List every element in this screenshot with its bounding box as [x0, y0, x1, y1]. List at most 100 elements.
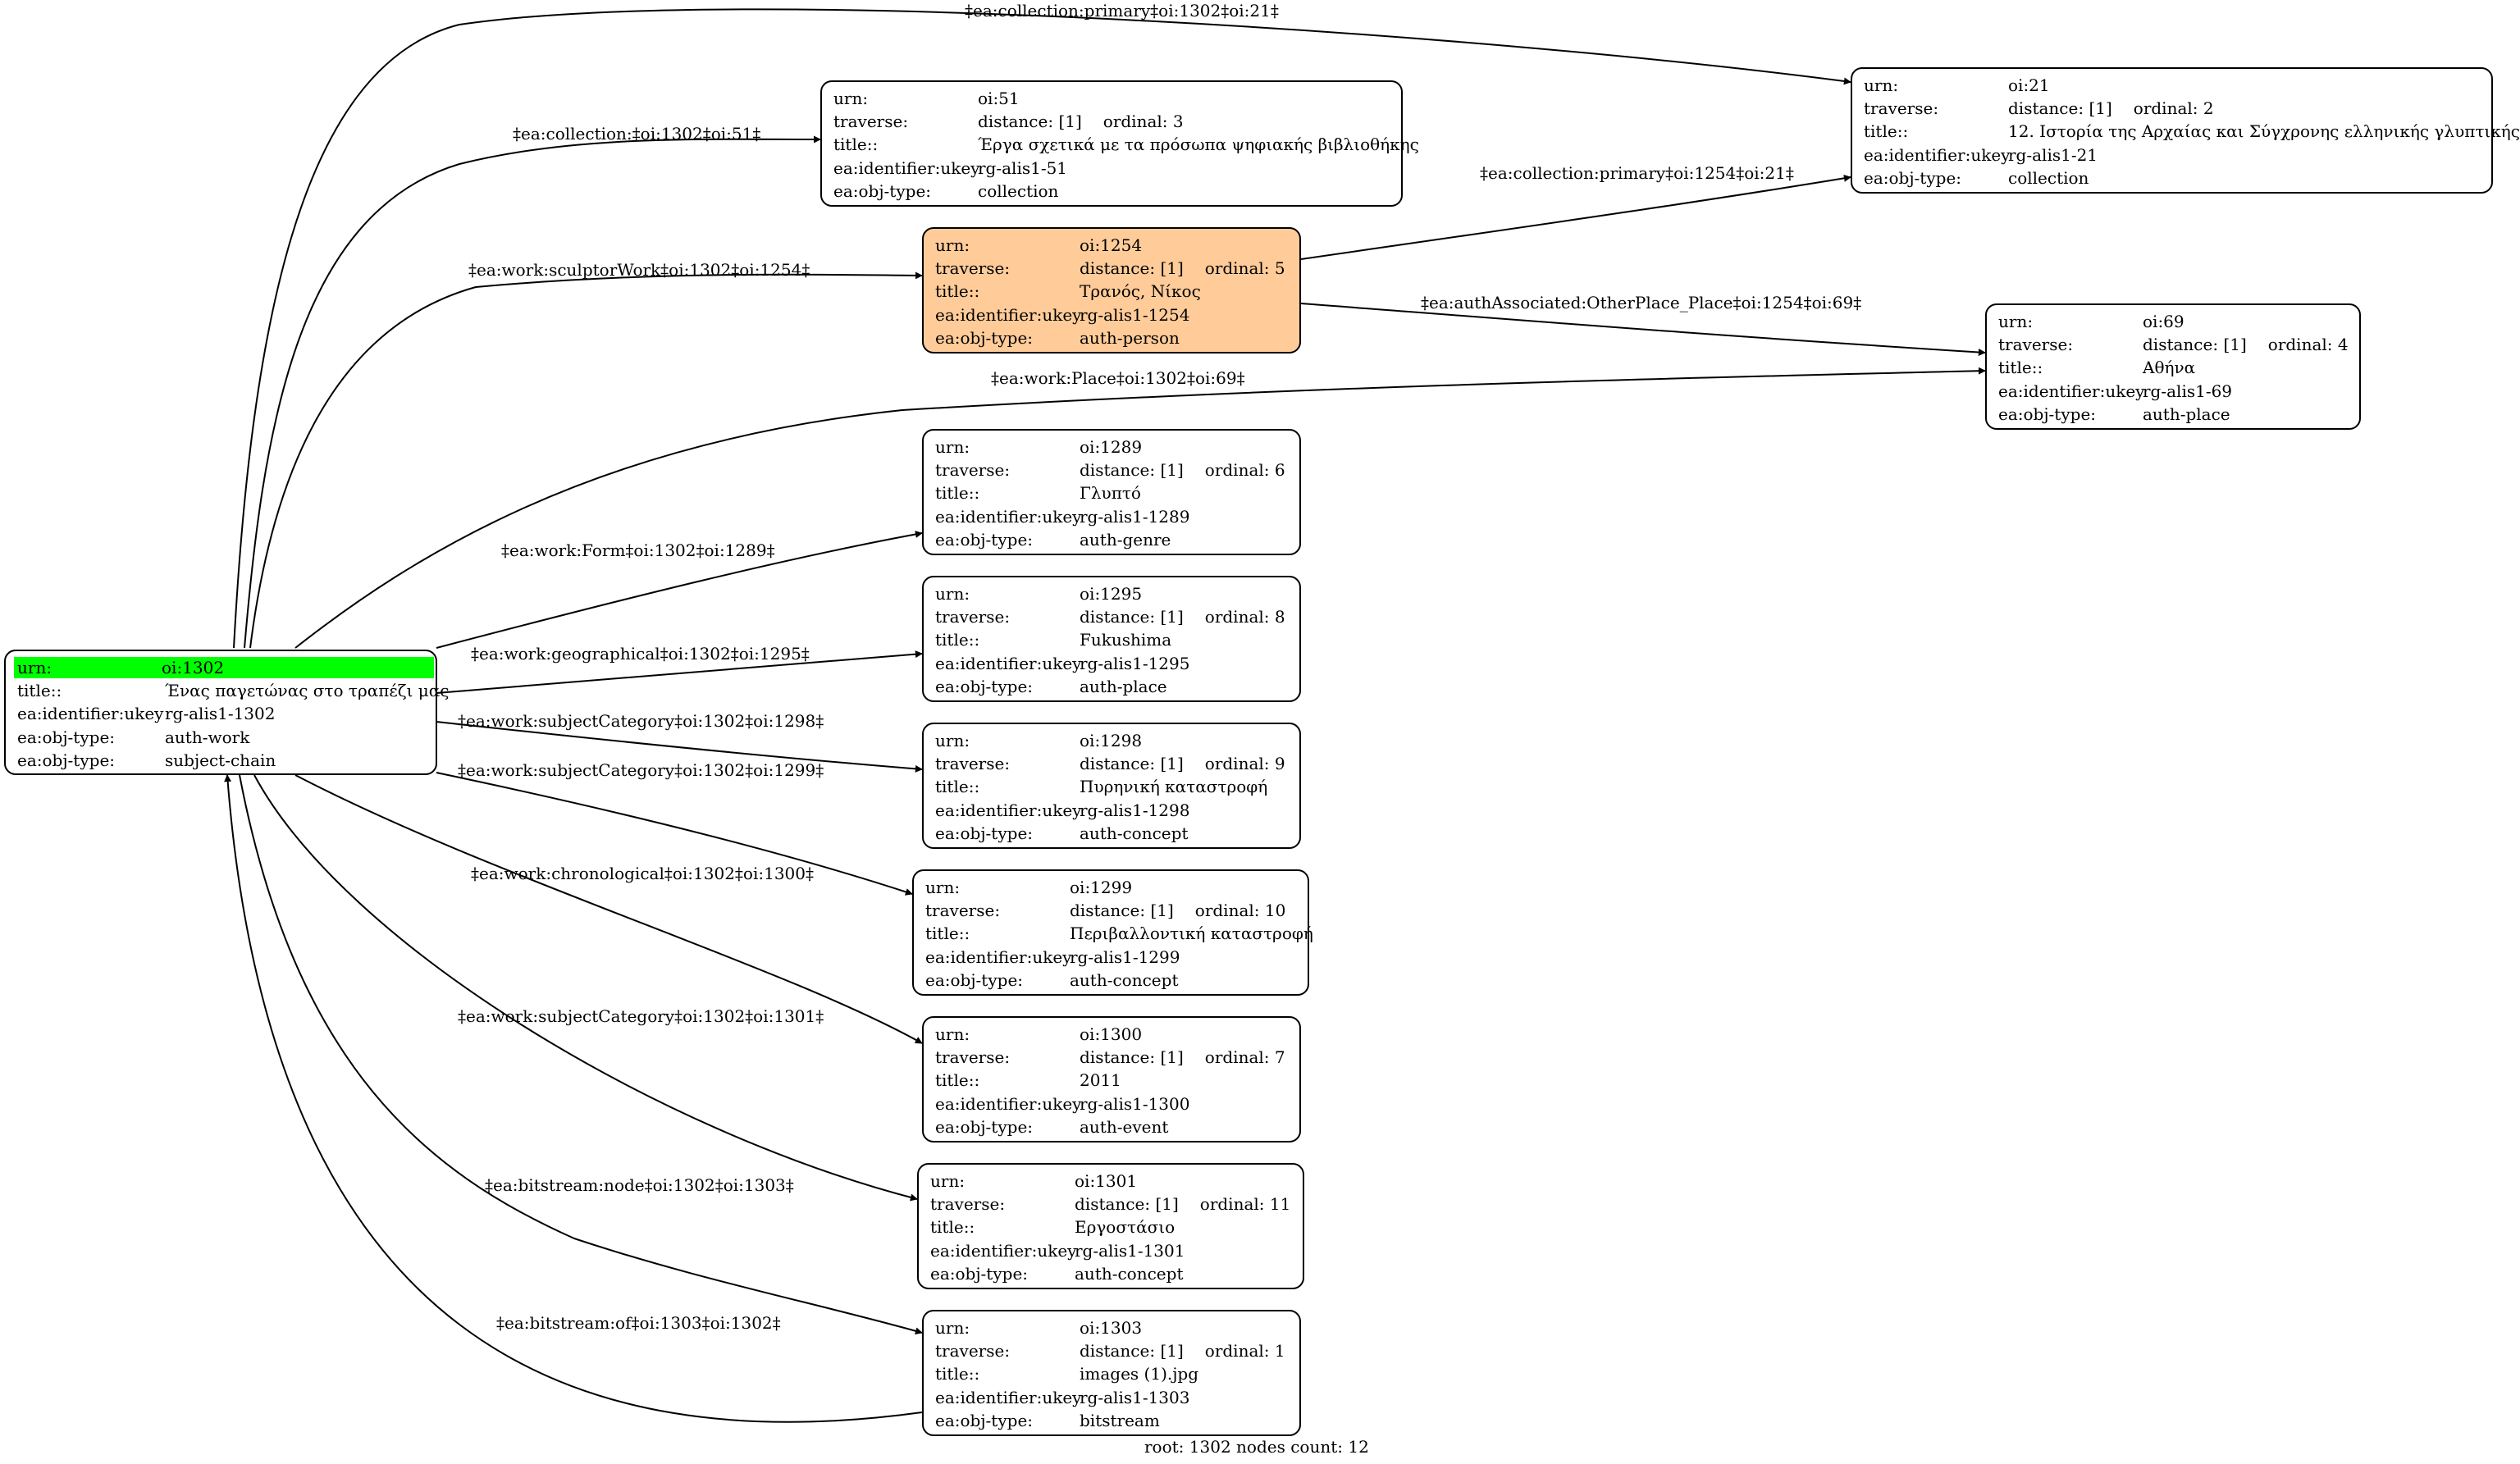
node-ukey-key: ea:identifier:ukey	[935, 304, 1082, 325]
node-row-traverse: traverse:distance: [1]ordinal: 10	[925, 899, 1299, 922]
root-row-ukey: ea:identifier:ukey rg-alis1-1302	[14, 702, 429, 725]
node-ukey-key: ea:identifier:ukey	[1864, 144, 2011, 165]
node-urn-key: urn:	[935, 584, 970, 604]
node-row-urn: urn:oi:1289	[935, 436, 1291, 458]
edge-label-subjectcategory-1298: ‡ea:work:subjectCategory‡oi:1302‡oi:1298…	[458, 711, 824, 731]
node-ordinal-value: ordinal: 7	[1204, 1047, 1285, 1068]
node-traverse-key: traverse:	[935, 607, 1011, 627]
node-row-traverse: traverse:distance: [1]ordinal: 9	[935, 752, 1291, 775]
node-ordinal-value: ordinal: 2	[2133, 98, 2214, 119]
node-traverse-value: distance: [1]	[1080, 1341, 1184, 1361]
edge-label-collection-51: ‡ea:collection:‡oi:1302‡oi:51‡	[513, 124, 760, 144]
node-ukey-key: ea:identifier:ukey	[935, 1387, 1082, 1407]
node-title-value: Έργα σχετικά με τα πρόσωπα ψηφιακής βιβλ…	[978, 135, 1419, 155]
node-title-value: Αθήνα	[2143, 358, 2196, 378]
node-type-key: ea:obj-type:	[925, 969, 1024, 990]
edge-label-chronological-1300: ‡ea:work:chronological‡oi:1302‡oi:1300‡	[471, 864, 814, 883]
node-type-key: ea:obj-type:	[935, 327, 1034, 348]
edge-label-sculptorwork-1254: ‡ea:work:sculptorWork‡oi:1302‡oi:1254‡	[468, 260, 810, 280]
node-ordinal-value: ordinal: 9	[1204, 754, 1285, 774]
node-urn-key: urn:	[1998, 312, 2034, 332]
node-ukey-key: ea:identifier:ukey	[935, 506, 1082, 527]
node-title-key: title::	[935, 777, 980, 797]
node-row-urn: urn:oi:1254	[935, 234, 1291, 257]
node-ordinal-value: ordinal: 6	[1204, 460, 1285, 481]
node-urn-key: urn:	[935, 235, 970, 256]
node-type-key: ea:obj-type:	[935, 1410, 1034, 1430]
node-oi1302[interactable]: urn: oi:1302 title:: Ένας παγετώνας στο …	[4, 650, 449, 775]
node-ukey-key: ea:identifier:ukey	[833, 157, 980, 178]
node-urn-value: oi:51	[978, 89, 1020, 109]
node-ukey-value: rg-alis1-1295	[1080, 653, 1190, 673]
node-traverse-key: traverse:	[935, 258, 1011, 279]
node-traverse-value: distance: [1]	[1080, 1047, 1184, 1068]
node-traverse-value: distance: [1]	[2143, 335, 2247, 355]
node-title-value: images (1).jpg	[1080, 1364, 1199, 1384]
node-row-traverse: traverse:distance: [1]ordinal: 4	[1998, 333, 2351, 356]
node-ordinal-value: ordinal: 1	[1204, 1341, 1285, 1361]
edge-label-subjectcategory-1301: ‡ea:work:subjectCategory‡oi:1302‡oi:1301…	[458, 1006, 824, 1026]
root-type-key: ea:obj-type:	[17, 727, 116, 747]
node-ordinal-value: ordinal: 4	[2267, 335, 2349, 355]
node-row-title: title::Fukushima	[935, 628, 1291, 651]
edge-geographical-1295	[436, 650, 923, 694]
node-title-key: title::	[935, 630, 980, 650]
node-type-value: auth-concept	[1080, 823, 1189, 843]
node-ukey-key: ea:identifier:ukey	[935, 1093, 1082, 1114]
node-type-key: ea:obj-type:	[935, 1116, 1034, 1137]
node-urn-value: oi:1289	[1080, 437, 1143, 458]
node-traverse-value: distance: [1]	[978, 112, 1082, 132]
node-urn-value: oi:1298	[1080, 731, 1143, 751]
node-row-type: ea:obj-type:auth-event	[935, 1115, 1291, 1138]
node-ukey-value: rg-alis1-69	[2143, 381, 2233, 401]
edge-authassociated-69	[1300, 303, 1986, 356]
edge-bitstream-node-1303	[239, 774, 923, 1335]
node-urn-value: oi:69	[2143, 312, 2184, 332]
node-ukey-value: rg-alis1-21	[2008, 144, 2098, 165]
node-title-key: title::	[1864, 121, 1909, 142]
node-type-key: ea:obj-type:	[935, 529, 1034, 550]
node-urn-value: oi:1301	[1075, 1171, 1138, 1192]
node-type-key: ea:obj-type:	[930, 1263, 1029, 1284]
node-type-value: auth-concept	[1070, 969, 1179, 990]
node-type-key: ea:obj-type:	[833, 180, 932, 201]
node-ukey-value: rg-alis1-1299	[1070, 946, 1180, 967]
node-type-key: ea:obj-type:	[1998, 404, 2097, 424]
node-row-type: ea:obj-type:auth-concept	[935, 822, 1291, 845]
edge-sculptorwork-1254	[249, 271, 923, 649]
node-urn-value: oi:21	[2008, 75, 2050, 96]
node-traverse-value: distance: [1]	[1070, 901, 1174, 921]
edge-collection-primary-1254-21	[1300, 174, 1851, 260]
node-ordinal-value: ordinal: 8	[1204, 607, 1285, 627]
edge-form-1289	[436, 531, 923, 649]
root-urn-key: urn:	[14, 657, 158, 679]
node-title-key: title::	[935, 281, 980, 302]
edge-label-subjectcategory-1299: ‡ea:work:subjectCategory‡oi:1302‡oi:1299…	[458, 760, 824, 780]
node-type-value: auth-person	[1080, 327, 1180, 348]
node-urn-value: oi:1299	[1070, 878, 1133, 898]
node-row-traverse: traverse:distance: [1]ordinal: 1	[935, 1339, 1291, 1362]
node-type-value: auth-place	[2143, 404, 2230, 424]
node-urn-key: urn:	[935, 1024, 970, 1045]
node-row-traverse: traverse:distance: [1]ordinal: 2	[1864, 97, 2483, 120]
node-row-traverse: traverse:distance: [1]ordinal: 3	[833, 110, 1393, 133]
node-ordinal-value: ordinal: 11	[1199, 1194, 1291, 1215]
node-urn-value: oi:1303	[1080, 1318, 1143, 1339]
node-ukey-value: rg-alis1-1303	[1080, 1387, 1190, 1407]
node-traverse-key: traverse:	[935, 460, 1011, 481]
node-title-value: Τρανός, Νίκος	[1080, 281, 1201, 302]
